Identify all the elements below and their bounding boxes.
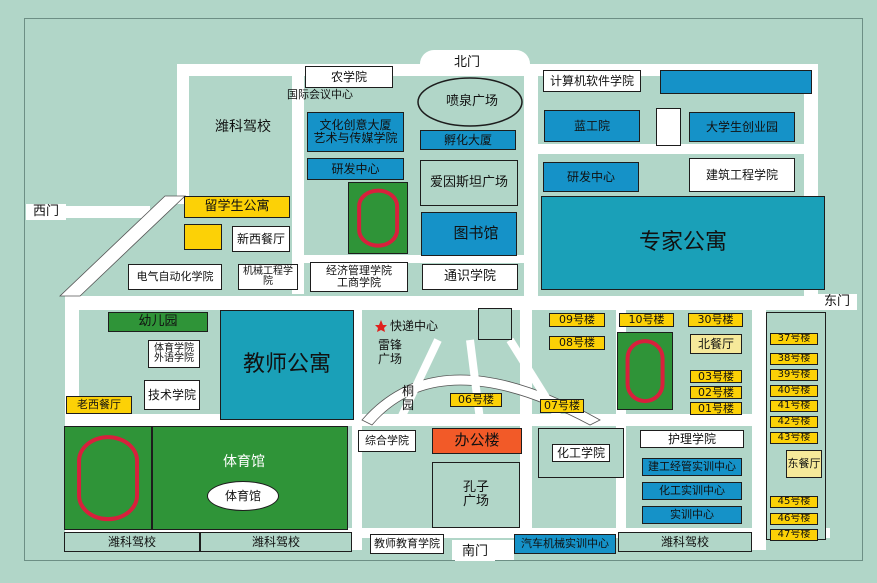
construction-lab[interactable]: 建工经管实训中心	[642, 458, 742, 476]
building-03[interactable]: 03号楼	[690, 370, 742, 383]
electrical-college[interactable]: 电气自动化学院	[128, 264, 222, 290]
economics-college[interactable]: 经济管理学院 工商学院	[310, 262, 408, 292]
rnd-center-right[interactable]: 研发中心	[543, 162, 639, 192]
road-v2	[524, 64, 538, 299]
comprehensive-college[interactable]: 综合学院	[358, 430, 416, 452]
technology-college[interactable]: 技术学院	[144, 380, 200, 410]
building-38[interactable]: 38号楼	[770, 353, 818, 365]
chemical-college-area[interactable]: 化工学院	[538, 428, 624, 478]
building-41[interactable]: 41号楼	[770, 400, 818, 412]
confucius-square[interactable]: 孔子 广场	[432, 462, 520, 528]
nursing-college[interactable]: 护理学院	[640, 430, 744, 448]
gymnasium-area[interactable]: 体育馆 体育馆	[152, 426, 348, 530]
express-center[interactable]: 快递中心	[390, 319, 439, 333]
chemical-lab[interactable]: 化工实训中心	[642, 482, 742, 500]
building-10[interactable]: 10号楼	[619, 313, 674, 327]
gymnasium-label: 体育馆	[223, 454, 265, 470]
building-30[interactable]: 30号楼	[688, 313, 743, 327]
mint-plot	[478, 308, 512, 340]
teacher-education-college[interactable]: 教师教育学院	[370, 534, 444, 554]
conference-center[interactable]: 国际会议中心	[287, 88, 353, 101]
east-canteen[interactable]: 东餐厅	[786, 450, 822, 478]
building-40[interactable]: 40号楼	[770, 385, 818, 397]
mechanical-college[interactable]: 机械工程学院	[238, 264, 298, 290]
kindergarten[interactable]: 幼儿园	[108, 312, 208, 332]
leifeng-square[interactable]: 雷锋 广场	[378, 338, 403, 367]
building-42[interactable]: 42号楼	[770, 416, 818, 428]
road-h1	[535, 144, 805, 154]
rnd-center-left[interactable]: 研发中心	[307, 158, 404, 180]
gate-south[interactable]: 南门	[455, 543, 495, 561]
building-46[interactable]: 46号楼	[770, 513, 818, 525]
building-09[interactable]: 09号楼	[549, 313, 605, 327]
office-building[interactable]: 办公楼	[432, 428, 522, 454]
einstein-square[interactable]: 爱因斯坦广场	[420, 160, 518, 206]
driving-school-nw: 潍科驾校	[215, 119, 271, 135]
expert-apartment[interactable]: 专家公寓	[541, 196, 825, 290]
track-field-south	[64, 426, 152, 530]
road-nw	[177, 64, 189, 204]
training-center[interactable]: 实训中心	[642, 506, 742, 524]
gate-west[interactable]: 西门	[26, 204, 66, 220]
general-college[interactable]: 通识学院	[422, 264, 518, 290]
star-icon	[375, 320, 387, 332]
driving-school-s1[interactable]: 潍科驾校	[64, 532, 200, 552]
track-field-east	[617, 332, 673, 410]
gate-north[interactable]: 北门	[447, 55, 487, 71]
building-02[interactable]: 02号楼	[690, 386, 742, 399]
startup-park[interactable]: 大学生创业园	[689, 112, 795, 142]
auto-mechanical-lab[interactable]: 汽车机械实训中心	[514, 534, 616, 554]
chemical-college[interactable]: 化工学院	[551, 443, 610, 463]
sport-foreign-college[interactable]: 体育学院 外语学院	[148, 340, 200, 368]
road-south	[65, 528, 830, 538]
incubator-building[interactable]: 孵化大厦	[420, 130, 516, 150]
building-08[interactable]: 08号楼	[549, 336, 605, 350]
gate-east[interactable]: 东门	[817, 294, 857, 310]
north-canteen[interactable]: 北餐厅	[690, 334, 742, 354]
culture-building[interactable]: 文化创意大厦 艺术与传媒学院	[307, 112, 404, 152]
building-37[interactable]: 37号楼	[770, 333, 818, 345]
track-field-north	[348, 182, 408, 254]
intl-student-apartment[interactable]: 留学生公寓	[184, 196, 290, 218]
building-07[interactable]: 07号楼	[540, 399, 584, 413]
building-43[interactable]: 43号楼	[770, 432, 818, 444]
driving-school-s2[interactable]: 潍科驾校	[200, 532, 352, 552]
gymnasium-inner[interactable]: 体育馆	[207, 481, 279, 511]
teacher-apartment[interactable]: 教师公寓	[220, 310, 354, 420]
white-building-n[interactable]	[656, 108, 681, 146]
road-v1	[292, 64, 304, 294]
library[interactable]: 图书馆	[421, 212, 517, 256]
road-h2	[300, 255, 530, 263]
langong-college[interactable]: 蓝工院	[544, 110, 640, 142]
driving-school-s3[interactable]: 潍科驾校	[618, 532, 752, 552]
fountain-square[interactable]: 喷泉广场	[446, 94, 499, 109]
tongyuan[interactable]: 桐 园	[402, 384, 415, 413]
building-45[interactable]: 45号楼	[770, 496, 818, 508]
old-west-canteen[interactable]: 老西餐厅	[66, 396, 132, 414]
road-east-lower	[752, 300, 766, 550]
yellow-building-w[interactable]	[184, 224, 222, 250]
building-47[interactable]: 47号楼	[770, 529, 818, 541]
architecture-college[interactable]: 建筑工程学院	[689, 158, 795, 192]
road-v3	[352, 300, 362, 550]
building-06[interactable]: 06号楼	[450, 393, 502, 407]
building-39[interactable]: 39号楼	[770, 369, 818, 381]
road-v5	[616, 300, 626, 530]
building-01[interactable]: 01号楼	[690, 402, 742, 415]
computer-college[interactable]: 计算机软件学院	[543, 70, 641, 92]
new-west-canteen[interactable]: 新西餐厅	[232, 226, 290, 252]
blue-building-ne[interactable]	[660, 70, 812, 94]
nong-college[interactable]: 农学院	[305, 66, 393, 88]
road-middle	[65, 296, 855, 310]
